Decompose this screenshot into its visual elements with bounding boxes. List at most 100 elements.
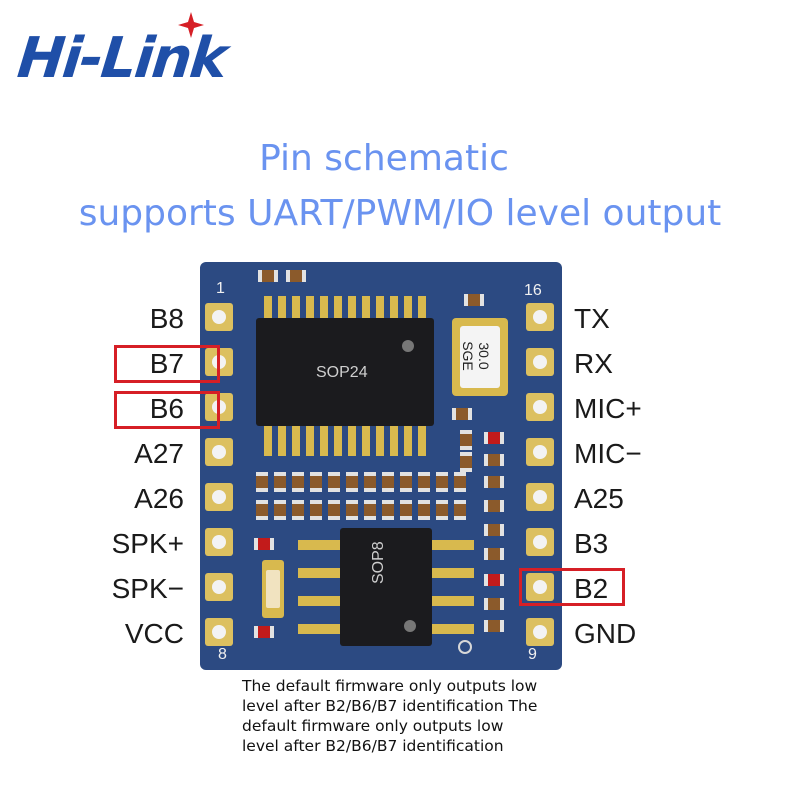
smd-component [328,472,340,492]
smd-resistor [484,524,504,536]
smd-component [256,500,268,520]
pin-label-mic-minus: MIC− [574,438,642,469]
smd-resistor [484,500,504,512]
sop24-chip: SOP24 [256,318,434,426]
pin-number-9: 9 [528,646,537,663]
chip-lead [430,568,474,578]
smd-resistor [484,476,504,488]
pin-number-1: 1 [216,280,225,297]
highlight-b6 [114,391,220,429]
chip-lead [348,296,356,320]
smd-component [382,472,394,492]
chip-lead [390,426,398,456]
smd-component [346,500,358,520]
chip-lead [418,296,426,320]
smd-component [310,500,322,520]
chip-lead [298,568,342,578]
highlight-b7 [114,345,220,383]
pin-label-b8: B8 [149,303,184,334]
pin-label-spk-minus: SPK− [111,573,184,604]
chip-lead [264,296,272,320]
smd-resistor [484,620,504,632]
chip-lead [376,426,384,456]
chip-lead [376,296,384,320]
pad-right-13 [526,438,554,466]
smd-component [436,500,448,520]
pin-label-b7: B7 [149,348,184,379]
chip-lead [348,426,356,456]
pad-right-15 [526,348,554,376]
smd-component [454,472,466,492]
pad-left-4 [205,438,233,466]
pin-label-b2: B2 [574,573,609,604]
pad-right-12 [526,483,554,511]
crystal-label-2: SGE [460,341,476,371]
smd-led [484,574,504,586]
pad-right-10 [526,573,554,601]
smd-capacitor [460,452,472,472]
pin-label-tx: TX [574,303,610,334]
smd-component [364,472,376,492]
smd-component [418,472,430,492]
heading-line-2: supports UART/PWM/IO level output [78,193,722,234]
capacitor-body [262,560,284,618]
pad-right-11 [526,528,554,556]
pin-label-b6: B6 [149,393,184,424]
crystal-label-1: 30.0 [476,342,492,370]
smd-component [292,472,304,492]
chip-lead [278,426,286,456]
smd-led [484,432,504,444]
pin-number-16: 16 [524,282,542,299]
pad-left-7 [205,573,233,601]
smd-component [364,500,376,520]
sop8-chip: SOP8 [340,528,432,646]
chip-lead [430,596,474,606]
pad-right-9 [526,618,554,646]
smd-component [436,472,448,492]
sop8-label: SOP8 [370,541,387,584]
smd-component [292,500,304,520]
chip-pin1-dot [402,340,414,352]
smd-component [454,500,466,520]
smd-resistor [484,548,504,560]
smd-resistor [484,454,504,466]
chip-lead [390,296,398,320]
smd-component [346,472,358,492]
smd-resistor [258,270,278,282]
chip-lead [320,296,328,320]
smd-component [328,500,340,520]
chip-lead [278,296,286,320]
smd-led [254,538,274,550]
chip-lead [418,426,426,456]
smd-component [382,500,394,520]
crystal-oscillator: 30.0 SGE [452,318,508,396]
chip-lead [264,426,272,456]
chip-lead [430,540,474,550]
chip-lead [362,296,370,320]
pin-label-a27: A27 [134,438,184,469]
hi-link-logo: Hi-Link [15,10,288,91]
pad-right-16 [526,303,554,331]
pin-label-mic-plus: MIC+ [574,393,642,424]
chip-lead [298,624,342,634]
pad-left-8 [205,618,233,646]
chip-lead [334,296,342,320]
highlight-b2 [519,568,625,606]
smd-component [256,472,268,492]
pad-left-5 [205,483,233,511]
smd-resistor [286,270,306,282]
chip-lead [298,596,342,606]
pad-left-6 [205,528,233,556]
smd-component [310,472,322,492]
chip-lead [334,426,342,456]
pin-label-gnd: GND [574,618,637,649]
smd-resistor [484,598,504,610]
chip-lead [306,426,314,456]
pin-label-a26: A26 [134,483,184,514]
smd-led [254,626,274,638]
firmware-note: The default firmware only outputs low le… [242,677,538,755]
smd-component [418,500,430,520]
sop24-label: SOP24 [316,364,368,381]
mounting-mark [458,640,472,654]
smd-capacitor [460,430,472,450]
